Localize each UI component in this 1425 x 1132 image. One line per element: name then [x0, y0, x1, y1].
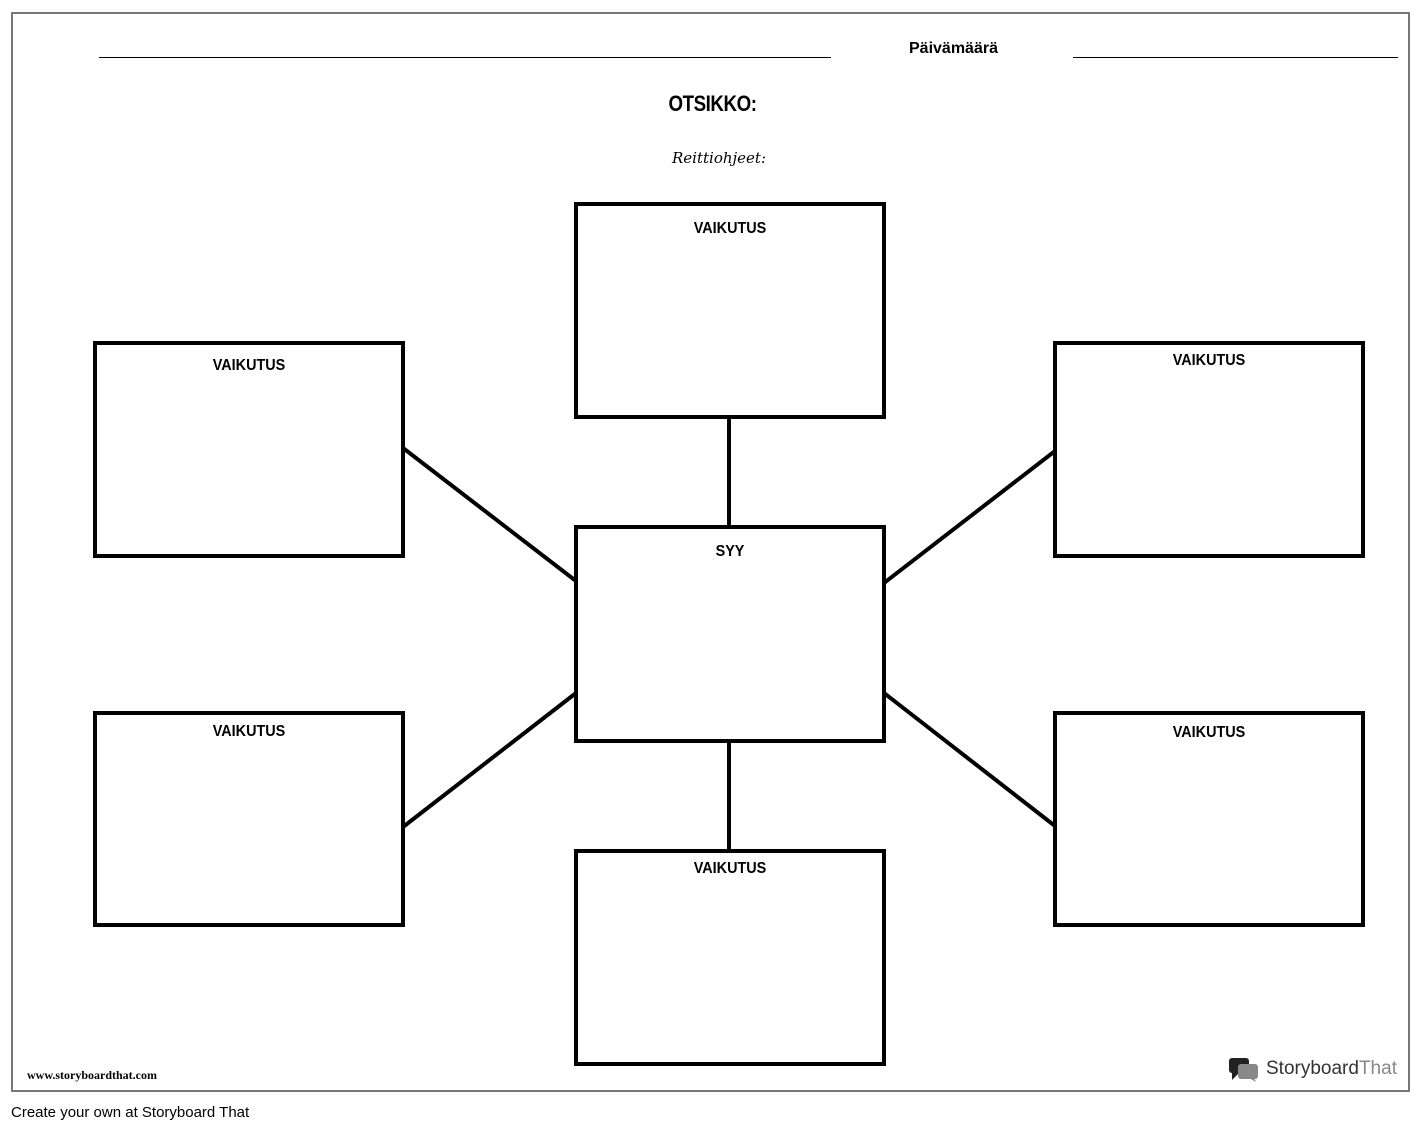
storyboardthat-credit-link[interactable]: Create your own at Storyboard That [11, 1104, 250, 1121]
connector-lower-left [401, 691, 578, 829]
name-field-line[interactable] [99, 57, 831, 58]
worksheet-title: OTSIKKO: [668, 91, 757, 116]
connector-lines [401, 418, 1057, 851]
effect-box-lower-left-label: VAIKUTUS [212, 723, 286, 740]
effect-box-bottom[interactable]: VAIKUTUS [574, 849, 886, 1066]
effect-box-top-label: VAIKUTUS [693, 220, 767, 237]
footer-url: www.storyboardthat.com [27, 1068, 157, 1082]
effect-box-upper-left[interactable]: VAIKUTUS [93, 341, 405, 558]
cause-box-center[interactable]: SYY [574, 525, 886, 743]
effect-box-bottom-label: VAIKUTUS [693, 860, 767, 877]
effect-box-upper-right-label: VAIKUTUS [1172, 352, 1246, 369]
speech-bubbles-icon [1229, 1058, 1258, 1082]
logo-wordmark: StoryboardThat [1266, 1058, 1397, 1080]
date-field-label: Päivämäärä [909, 40, 998, 57]
storyboardthat-logo: StoryboardThat [1228, 1056, 1397, 1082]
effect-box-upper-left-label: VAIKUTUS [212, 357, 286, 374]
effect-box-top[interactable]: VAIKUTUS [574, 202, 886, 419]
logo-wordmark-accent: That [1358, 1058, 1397, 1079]
effect-box-upper-right[interactable]: VAIKUTUS [1053, 341, 1365, 558]
worksheet-directions: Reittiohjeet: [672, 149, 766, 167]
connector-upper-left [401, 446, 578, 583]
logo-wordmark-main: Storyboard [1266, 1058, 1359, 1079]
effect-box-lower-left[interactable]: VAIKUTUS [93, 711, 405, 927]
connector-lower-right [882, 691, 1057, 828]
connector-upper-right [882, 449, 1057, 585]
cause-box-center-label: SYY [715, 543, 745, 560]
worksheet-sheet: i Päivämäärä OTSIKKO: Reittiohjeet: VAIK… [11, 12, 1410, 1092]
effect-box-lower-right-label: VAIKUTUS [1172, 724, 1246, 741]
effect-box-lower-right[interactable]: VAIKUTUS [1053, 711, 1365, 927]
date-field-line[interactable] [1073, 57, 1398, 58]
